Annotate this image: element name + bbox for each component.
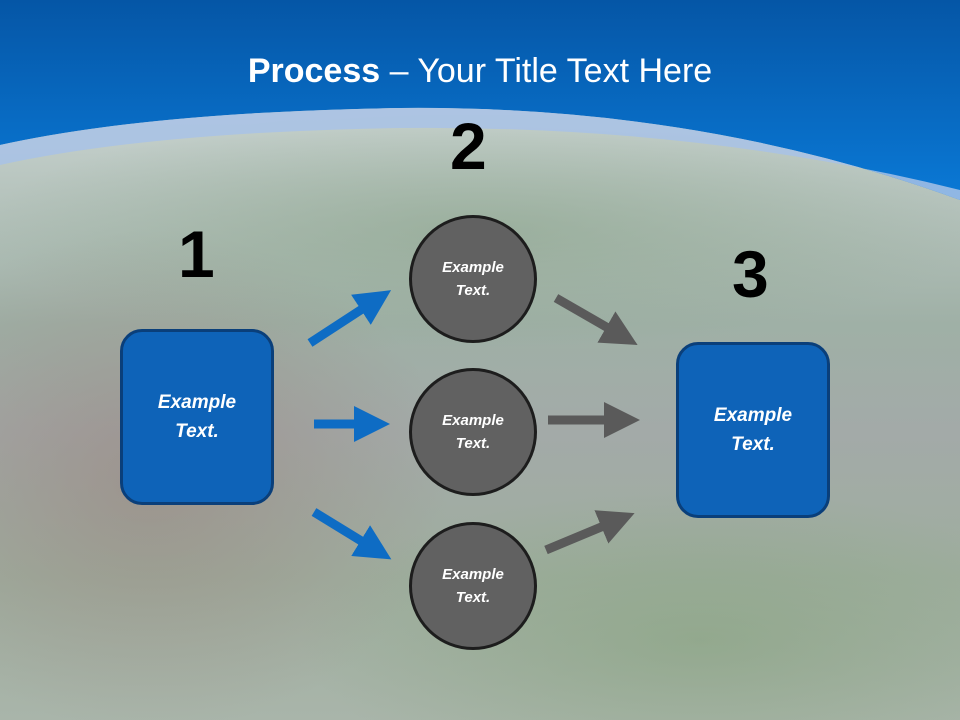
circle-2-text: Example Text. [442,412,504,452]
header-banner [0,0,960,200]
step-number-2: 2 [450,109,487,183]
title-rest: – Your Title Text Here [380,52,713,90]
circle-2: Example Text. [409,368,537,496]
title-bold: Process [247,52,381,90]
circle-3: Example Text. [409,522,537,650]
circle-3-text: Example Text. [442,566,504,606]
step-3-text: Example Text. [713,405,793,455]
step-1-text: Example Text. [157,392,237,442]
slide-title: Process – Your Title Text Here [0,52,960,91]
arrow-circle-1-to-3 [553,294,638,345]
circle-1-text: Example Text. [442,259,504,299]
step-3-box: Example Text. [676,342,830,518]
arrow-1-to-circle-1 [307,290,392,347]
circle-1: Example Text. [409,215,537,343]
step-number-1: 1 [178,217,215,291]
arrow-1-to-circle-3 [311,508,392,560]
step-1-box: Example Text. [120,329,274,505]
step-number-3: 3 [732,237,769,311]
arrow-circle-3-to-3 [544,510,635,555]
